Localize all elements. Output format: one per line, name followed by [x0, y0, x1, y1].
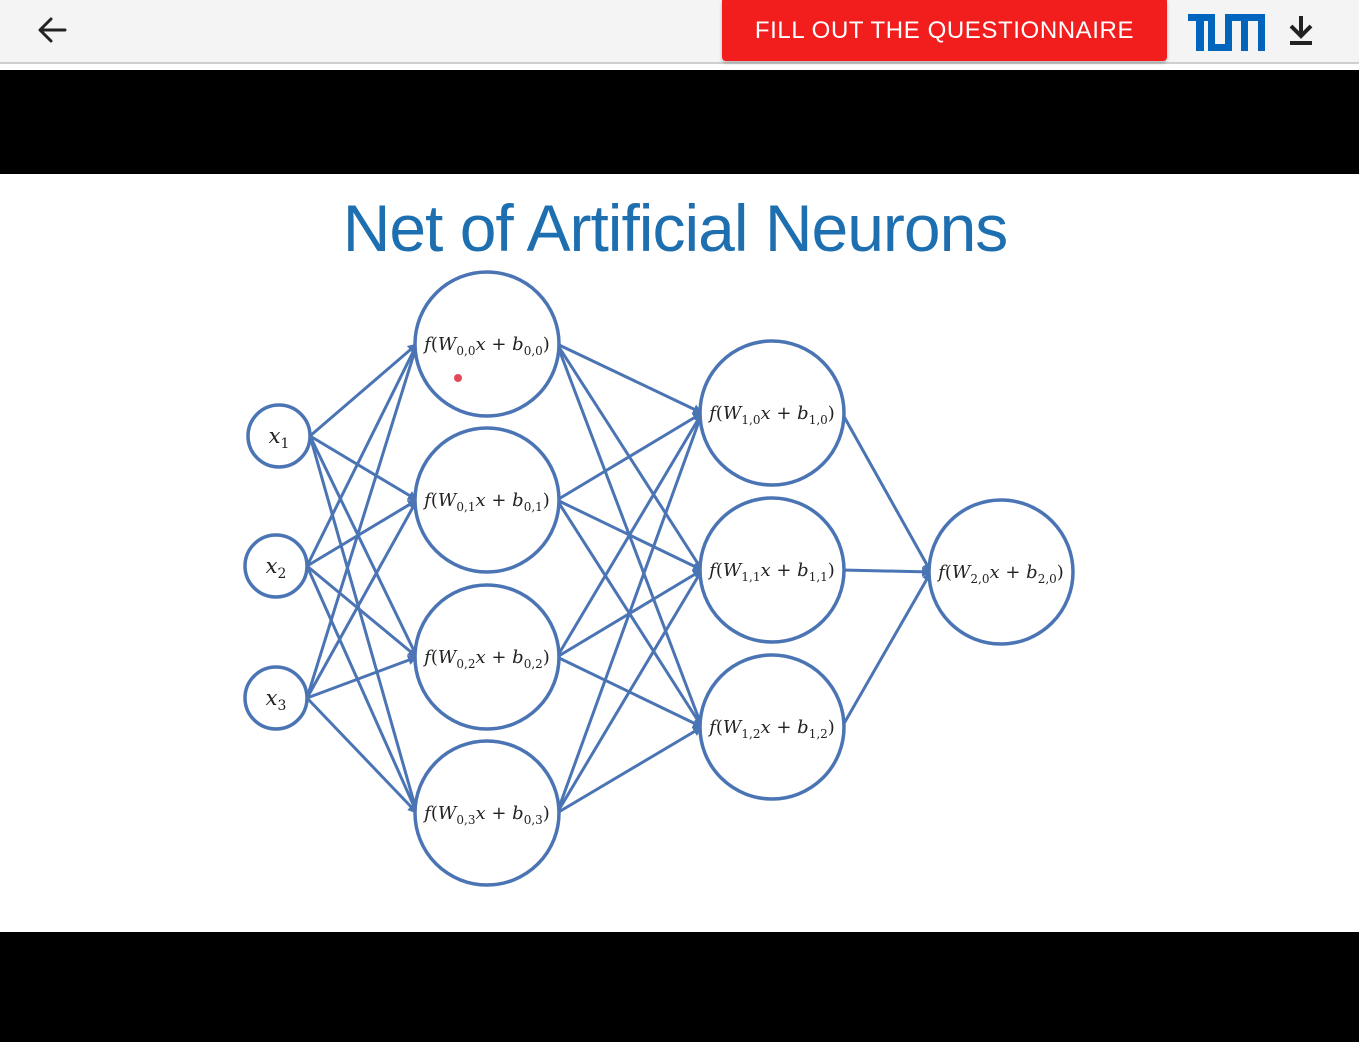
- video-letterbox-top: [0, 70, 1359, 174]
- input-node-x1: [246, 403, 312, 469]
- input-label-x2: x2: [266, 554, 287, 582]
- neuron-node-2-0: [927, 498, 1075, 646]
- connection-x3-n00: [305, 343, 420, 699]
- neuron-node-0-3: [413, 739, 561, 887]
- neuron-node-0-0: [413, 270, 561, 418]
- neural-network-diagram: x1 x2 x3 f(W0,0x + b0,0) f(W0,1x + b0,1) f(W0…: [243, 270, 1075, 887]
- neuron-label-1-2: f(W1,2x + b1,2): [707, 717, 835, 741]
- connection-x1-n03: [308, 435, 420, 814]
- neuron-label-1-1: f(W1,1x + b1,1): [707, 560, 835, 584]
- neuron-label-1-0: f(W1,0x + b1,0): [707, 403, 835, 427]
- neuron-node-1-2: [698, 653, 846, 801]
- download-icon: [1289, 16, 1313, 45]
- connection-n03-n11: [555, 569, 704, 814]
- connection-n11-n20: [841, 566, 932, 577]
- neuron-label-0-0: f(W0,0x + b0,0): [422, 334, 550, 358]
- back-button[interactable]: [30, 10, 74, 50]
- connection-x1-n01: [309, 434, 418, 502]
- tum-logo: [1186, 10, 1268, 52]
- connection-n01-n10: [556, 411, 703, 502]
- connection-n12-n20: [840, 571, 933, 728]
- connection-n03-n12: [556, 725, 703, 815]
- input-label-x1: x1: [269, 424, 290, 452]
- download-button[interactable]: [1282, 10, 1320, 50]
- neuron-node-0-1: [413, 426, 561, 574]
- input-node-x2: [243, 533, 309, 599]
- connection-x1-n02: [308, 435, 419, 658]
- connection-x3-n02: [306, 655, 418, 700]
- neuron-label-0-3: f(W0,3x + b0,3): [422, 803, 550, 827]
- neuron-node-1-1: [698, 496, 846, 644]
- video-letterbox-bottom: [0, 932, 1359, 1042]
- laser-pointer-dot: [454, 374, 462, 382]
- input-node-x3: [243, 665, 309, 731]
- input-label-x3: x3: [266, 686, 287, 714]
- connection-x1-n00: [309, 342, 418, 438]
- connection-x2-n00: [305, 343, 419, 567]
- neuron-node-0-2: [413, 583, 561, 731]
- neuron-label-2-0: f(W2,0x + b2,0): [936, 562, 1064, 586]
- connection-x2-n02: [306, 564, 418, 659]
- arrow-left-icon: [38, 17, 67, 43]
- fill-questionnaire-label: FILL OUT THE QUESTIONNAIRE: [754, 16, 1135, 44]
- connection-x3-n03: [305, 696, 419, 815]
- neuron-label-0-1: f(W0,1x + b0,1): [422, 490, 550, 514]
- connection-x3-n01: [305, 499, 419, 699]
- connection-n02-n10: [555, 412, 704, 658]
- slide-title: Net of Artificial Neurons: [342, 191, 1009, 265]
- connection-x2-n01: [306, 498, 418, 568]
- neuron-node-1-0: [698, 339, 846, 487]
- connection-x2-n03: [305, 565, 419, 814]
- connection-n03-n10: [555, 412, 704, 814]
- top-toolbar: FILL OUT THE QUESTIONNAIRE: [0, 0, 1359, 64]
- connection-n10-n20: [840, 412, 933, 573]
- fill-questionnaire-button[interactable]: FILL OUT THE QUESTIONNAIRE: [722, 0, 1167, 61]
- connection-n00-n10: [556, 342, 703, 415]
- lecture-slide: Net of Artificial Neurons x1 x2 x3 f(W0,0x …: [0, 174, 1359, 932]
- neuron-label-0-2: f(W0,2x + b0,2): [422, 647, 550, 671]
